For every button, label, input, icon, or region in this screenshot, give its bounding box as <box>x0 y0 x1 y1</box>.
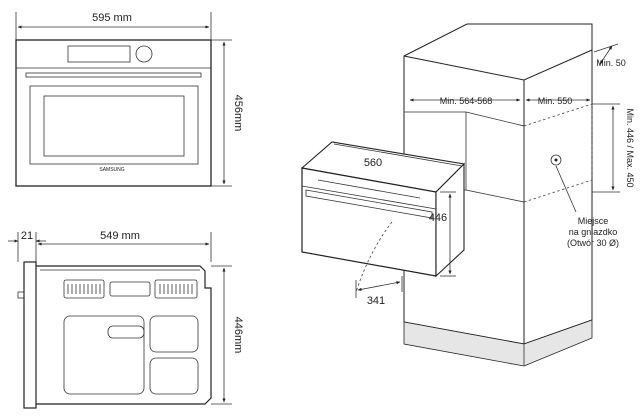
socket-leader-line <box>555 165 577 213</box>
top-gap-label: Min. 50 <box>596 58 626 68</box>
niche-opening <box>465 111 525 203</box>
niche-width-label: Min. 564-568 <box>440 96 493 106</box>
front-height-label: 456mm <box>232 95 244 132</box>
side-door <box>23 261 37 409</box>
socket-center-dot <box>554 158 558 162</box>
socket-note-line-3: (Otwór 30 Ø) <box>567 238 619 248</box>
front-brand-logo: SAMSUNG <box>99 167 124 173</box>
front-control-display <box>67 45 131 63</box>
side-view: 21 549 mm <box>8 230 244 409</box>
top-gap-ext <box>593 43 619 53</box>
side-panel-large <box>63 315 145 395</box>
side-gap-label: Min. 550 <box>538 96 573 106</box>
front-door-window <box>29 85 199 165</box>
front-oven-body <box>15 39 212 187</box>
door-depth-dim-line <box>357 281 401 291</box>
oven-control-strip <box>317 179 421 199</box>
side-panel-upper-right <box>149 315 199 353</box>
side-vent-slots <box>63 279 198 299</box>
side-door-label: 21 <box>21 230 33 242</box>
oven-height-label: 446 <box>429 212 447 224</box>
cabinet-plinth <box>403 319 593 367</box>
front-width-label: 595 mm <box>92 12 132 24</box>
top-gap-dim-line <box>599 45 613 65</box>
front-view: 595 mm SAMSUNG 456mm <box>15 12 244 187</box>
oven-door-handle <box>305 189 433 219</box>
oven-width-label: 560 <box>364 157 382 169</box>
door-depth-label: 341 <box>367 295 385 307</box>
side-door-handle <box>17 291 25 299</box>
oven-panel-divider <box>301 185 437 210</box>
oven-width-ref <box>333 143 463 167</box>
side-panel-lower-right <box>149 357 199 395</box>
cabinet-top-edge <box>403 49 593 81</box>
side-height-label: 446mm <box>232 317 244 354</box>
front-control-knob <box>135 45 153 63</box>
install-view: Min. 564-568 Min. 550 Min. 50 Min. 446 /… <box>300 23 635 367</box>
side-panel-slot <box>107 325 145 339</box>
front-door-glass <box>43 95 185 157</box>
front-door-handle <box>25 72 202 78</box>
socket-hole <box>550 154 562 166</box>
niche-height-label: Min. 446 / Max. 450 <box>625 108 635 187</box>
socket-note-line-2: na gniazdko <box>569 227 618 237</box>
side-depth-label: 549 mm <box>100 230 140 242</box>
socket-note-line-1: Miejsce <box>578 216 609 226</box>
niche-hidden-edges <box>523 103 593 203</box>
side-oven-body <box>36 265 212 405</box>
